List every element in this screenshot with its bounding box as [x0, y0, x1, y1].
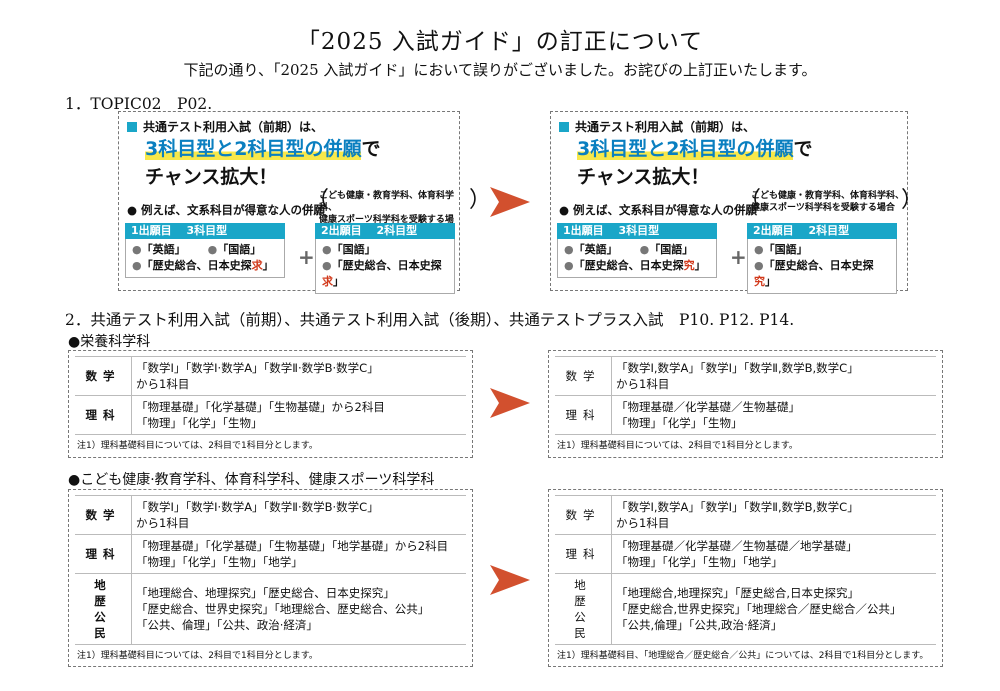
group-2: 2出願目 2科目型 ●「国語」 ●「歴史総合、日本史探求」 — [315, 223, 455, 294]
group-1: 1出願目 3科目型 ●「英語」 ●「国語」 ●「歴史総合、日本史探究」 — [557, 223, 717, 278]
right-arrowhead-icon — [490, 388, 530, 418]
panel-before: 共通テスト利用入試（前期）は、 3科目型と2科目型の併願で チャンス拡大！ ● … — [118, 111, 491, 294]
table1-before: 数学「数学Ⅰ」「数学Ⅰ·数学A」「数学Ⅱ·数学B·数学C」から1科目 理科「物理… — [68, 350, 473, 458]
section2-heading: 2．共通テスト利用入試（前期）、共通テスト利用入試（後期）、共通テストプラス入試… — [65, 311, 795, 329]
page-subtitle: 下記の通り、「2025 入試ガイド」において誤りがございました。お詫びの上訂正い… — [183, 61, 817, 79]
table2-after: 数学「数学Ⅰ,数学A」「数学Ⅰ」「数学Ⅱ,数学B,数学C」から1科目 理科「物理… — [548, 489, 943, 667]
table2-before: 数学「数学Ⅰ」「数学Ⅰ·数学A」「数学Ⅱ·数学B·数学C」から1科目 理科「物理… — [68, 489, 473, 667]
panel-after: 共通テスト利用入試（前期）は、 3科目型と2科目型の併願で チャンス拡大！ ● … — [550, 111, 924, 294]
group-1: 1出願目 3科目型 ●「英語」 ●「国語」 ●「歴史総合、日本史探求」 — [125, 223, 285, 278]
section1-heading: 1．TOPIC02 P02. — [65, 95, 213, 113]
group-2: 2出願目 2科目型 ●「国語」 ●「歴史総合、日本史探究」 — [747, 223, 897, 294]
right-arrowhead-icon — [490, 187, 530, 217]
page-title: 「2025 入試ガイド」の訂正について — [296, 29, 704, 55]
condition-note: （ こども健康・教育学科、体育科学科、 健康スポーツ科学科を受験する場合 ） — [739, 188, 924, 213]
table1-after: 数学「数学Ⅰ,数学A」「数学Ⅰ」「数学Ⅱ,数学B,数学C」から1科目 理科「物理… — [548, 350, 943, 458]
right-arrowhead-icon — [490, 565, 530, 595]
square-bullet-icon — [127, 121, 137, 132]
square-bullet-icon — [559, 121, 569, 132]
dept2-label: ●こども健康·教育学科、体育科学科、健康スポーツ科学科 — [68, 472, 435, 488]
dept1-label: ●栄養科学科 — [68, 334, 151, 350]
